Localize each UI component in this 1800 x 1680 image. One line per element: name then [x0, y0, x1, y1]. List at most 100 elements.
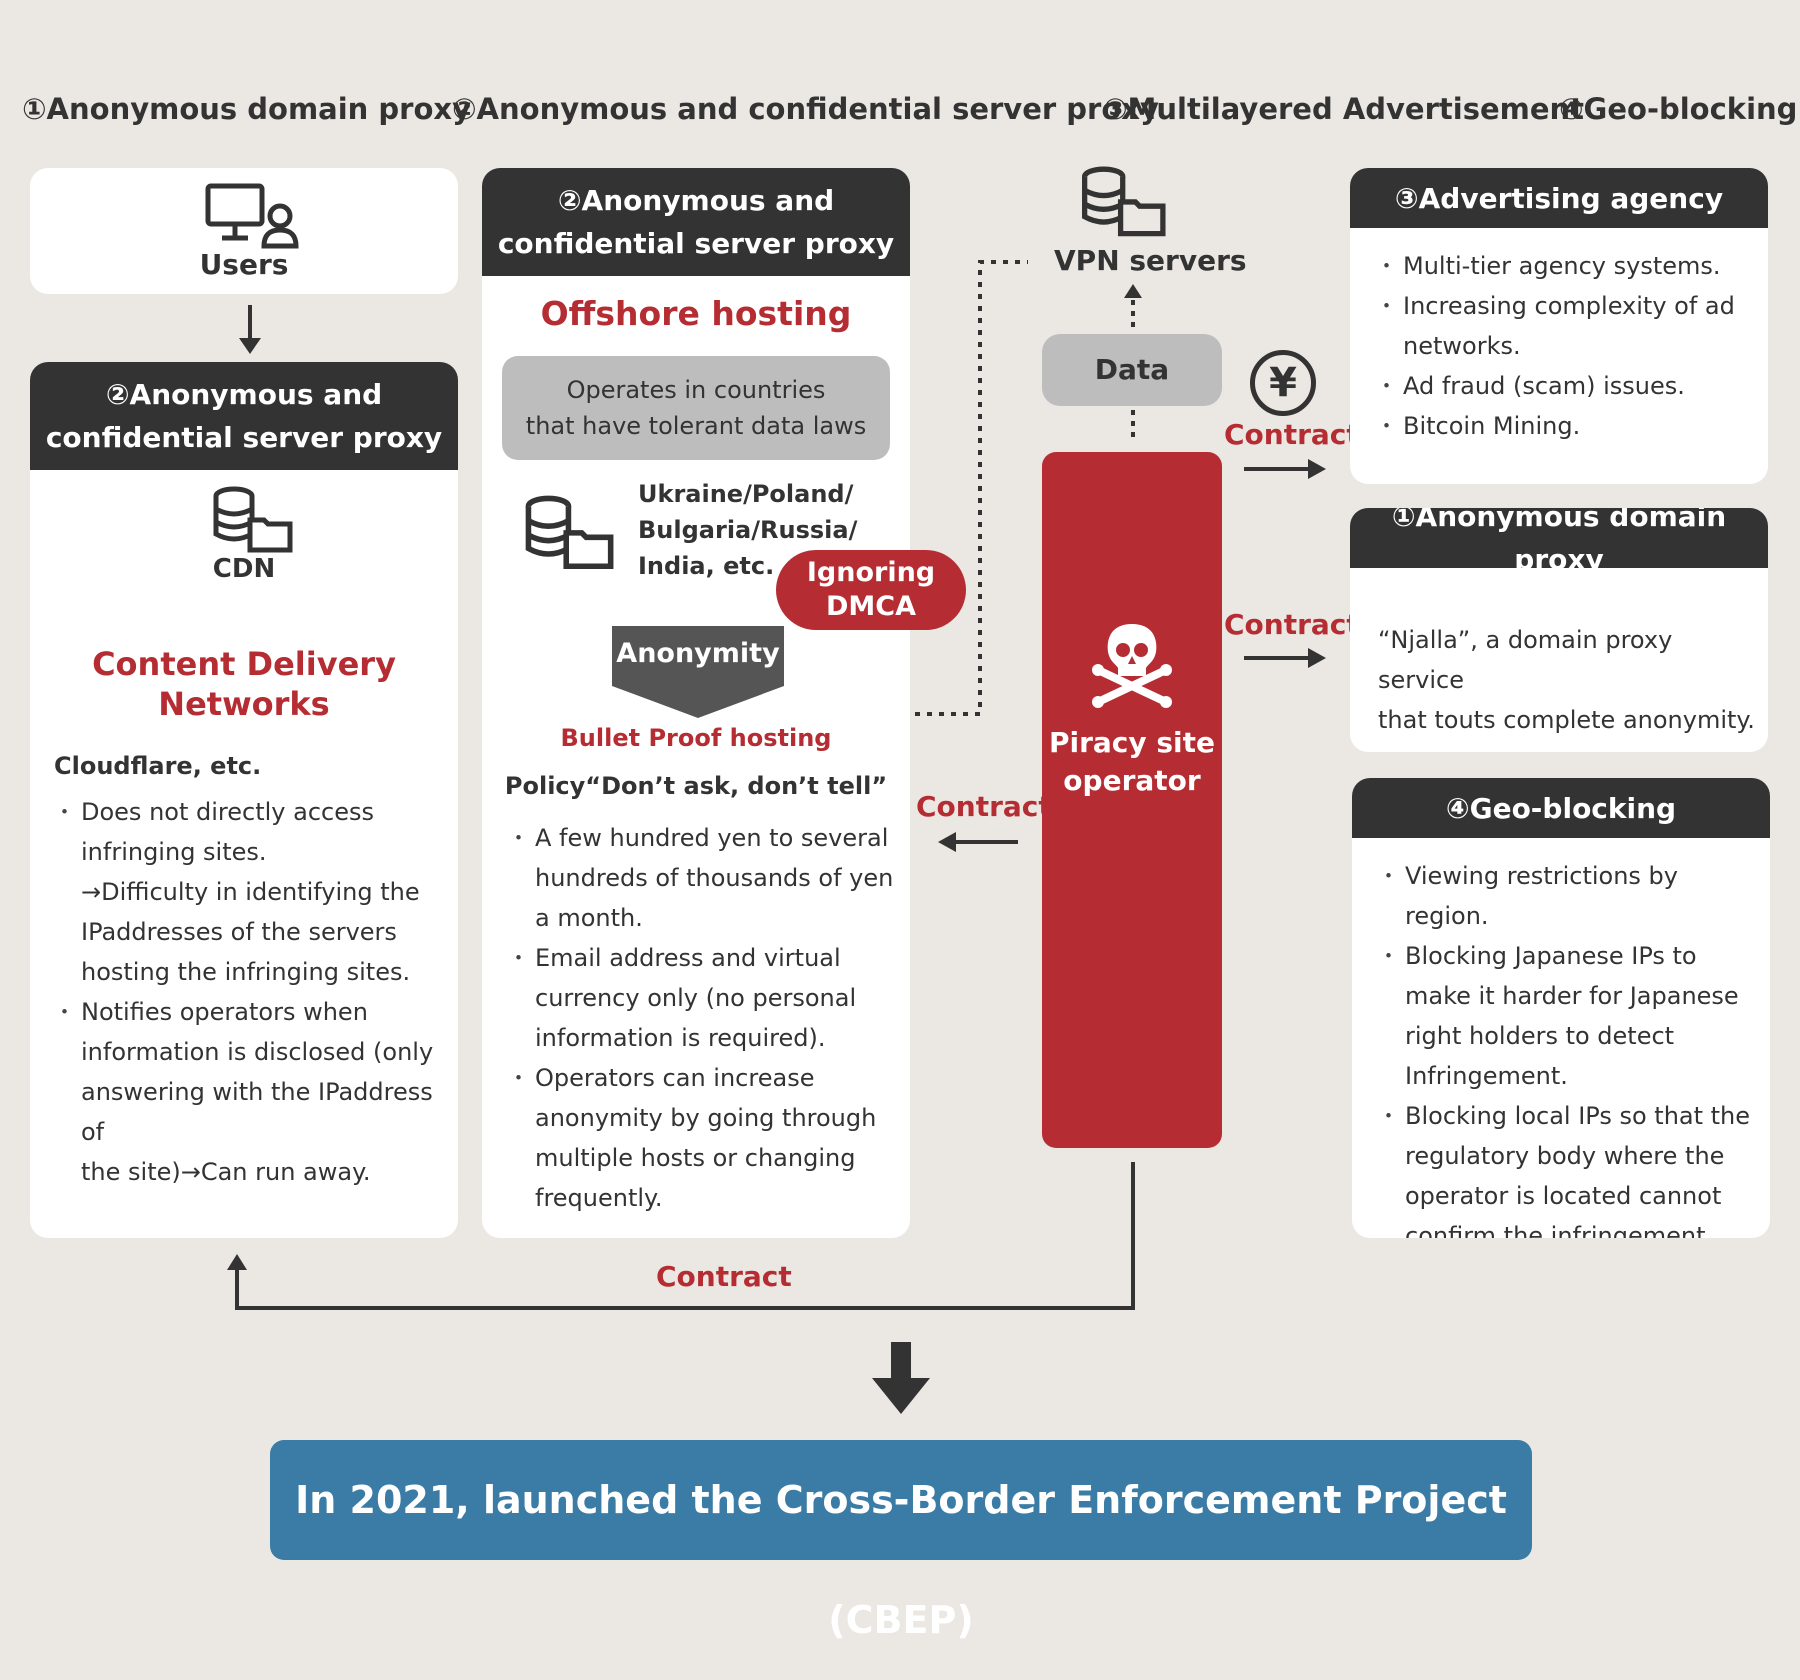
offshore-bullet-2-line: Email address and virtual	[535, 944, 841, 972]
cdn-bullet-1-line: Does not directly access	[81, 798, 374, 826]
geo-bullet-2: Blocking Japanese IPs to make it harder …	[1378, 936, 1767, 1096]
tag-server-proxy: ②Anonymous and confidential server proxy	[452, 92, 1159, 126]
bullet-proof-label: Bullet Proof hosting	[560, 724, 832, 752]
ignoring-dmca-line1: Ignoring	[806, 557, 936, 588]
geo-bullet-2-line: make it harder for Japanese	[1405, 982, 1739, 1010]
operator-label: Piracy site operator	[1042, 724, 1222, 800]
geo-bullet-3-line: regulatory body where the	[1405, 1142, 1725, 1170]
ad-bullet-1: Multi-tier agency systems.	[1376, 246, 1760, 286]
offshore-bullet-1: A few hundred yen to several hundreds of…	[508, 818, 902, 938]
ad-bullet-2: Increasing complexity of ad networks.	[1376, 286, 1760, 366]
cdn-bullets: Does not directly access infringing site…	[54, 792, 448, 1192]
cdn-label: CDN	[212, 554, 276, 584]
cdn-title-line2: Networks	[158, 685, 330, 723]
offshore-bullet-1-line: a month.	[535, 904, 643, 932]
cdn-box-header: ②Anonymous and confidential server proxy	[30, 362, 458, 470]
tag-domain-proxy: ①Anonymous domain proxy	[22, 92, 472, 126]
ad-bullet-4: Bitcoin Mining.	[1376, 406, 1760, 446]
offshore-bullet-3-line: frequently.	[535, 1184, 663, 1212]
skull-crossbones-icon	[1092, 624, 1172, 708]
tolerant-laws-badge: Operates in countries that have tolerant…	[502, 356, 890, 460]
geo-blocking-header: ④Geo-blocking	[1352, 778, 1770, 838]
cdn-bullet-1-line: IPaddresses of the servers	[81, 918, 397, 946]
ad-agency-header: ③Advertising agency	[1350, 168, 1768, 228]
vpn-label: VPN servers	[1054, 244, 1247, 277]
cdn-title: Content Delivery Networks	[30, 644, 458, 724]
tag-geo-blocking: ④Geo-blocking	[1559, 92, 1798, 126]
offshore-box: ②Anonymous and confidential server proxy…	[482, 168, 910, 1238]
cdn-bullet-2-line: the site)→Can run away.	[81, 1158, 371, 1186]
ad-bullet-1-line: Multi-tier agency systems.	[1403, 252, 1721, 280]
cdn-bullet-2-line: information is disclosed (only	[81, 1038, 434, 1066]
cdn-box: ②Anonymous and confidential server proxy…	[30, 362, 458, 1238]
domain-proxy-header: ①Anonymous domain proxy	[1350, 508, 1768, 576]
yen-icon: ¥	[1250, 350, 1316, 416]
cdn-bullet-1-line: →Difficulty in identifying the	[81, 878, 420, 906]
offshore-bullet-1-line: hundreds of thousands of yen	[535, 864, 894, 892]
offshore-header-line2: confidential server proxy	[497, 227, 895, 260]
geo-bullet-1: Viewing restrictions by region.	[1378, 856, 1767, 936]
offshore-box-header: ②Anonymous and confidential server proxy	[482, 168, 910, 276]
offshore-bullet-3-line: anonymity by going through	[535, 1104, 877, 1132]
ad-bullet-3-line: Ad fraud (scam) issues.	[1403, 372, 1685, 400]
contract-label-offshore: Contract	[916, 790, 1052, 823]
offshore-bullet-1-line: A few hundred yen to several	[535, 824, 889, 852]
geo-bullet-2-line: right holders to detect	[1405, 1022, 1675, 1050]
cdn-subtitle: Cloudflare, etc.	[54, 752, 262, 780]
vpn-server-icon	[1082, 166, 1166, 237]
geo-bullet-2-line: Blocking Japanese IPs to	[1405, 942, 1697, 970]
operator-line2: operator	[1063, 764, 1201, 797]
cdn-header-line1: ②Anonymous and	[105, 378, 383, 411]
ad-bullets: Multi-tier agency systems. Increasing co…	[1376, 246, 1760, 446]
ad-bullet-2-line: networks.	[1403, 332, 1521, 360]
contract-label-cdn: Contract	[656, 1260, 792, 1293]
geo-bullet-3-line: Blocking local IPs so that the	[1405, 1102, 1751, 1130]
cdn-bullet-2: Notifies operators when information is d…	[54, 992, 448, 1192]
ad-bullet-3: Ad fraud (scam) issues.	[1376, 366, 1760, 406]
cbep-banner: In 2021, launched the Cross-Border Enfor…	[270, 1440, 1532, 1642]
domain-proxy-text: “Njalla”, a domain proxy service that to…	[1378, 620, 1758, 740]
ignoring-dmca-line2: DMCA	[826, 591, 916, 622]
ad-bullet-2-line: Increasing complexity of ad	[1403, 292, 1735, 320]
user-computer-icon	[205, 183, 299, 249]
tag-advertisement: ③Multilayered Advertisement	[1103, 92, 1585, 126]
domain-proxy-line1: “Njalla”, a domain proxy service	[1378, 626, 1673, 694]
offshore-bullet-2: Email address and virtual currency only …	[508, 938, 902, 1058]
domain-proxy-line2: that touts complete anonymity.	[1378, 706, 1755, 734]
cdn-header-line2: confidential server proxy	[45, 421, 443, 454]
geo-bullet-3-line: confirm the infringement.	[1405, 1222, 1714, 1238]
cdn-bullet-2-line: Notifies operators when	[81, 998, 368, 1026]
anonymity-label: Anonymity	[616, 638, 780, 669]
users-box: Users	[30, 168, 458, 294]
countries-line1: Ukraine/Poland/	[638, 480, 854, 508]
piracy-operator-block: Piracy site operator	[1042, 452, 1222, 1148]
contract-label-domain: Contract	[1224, 608, 1360, 641]
cdn-title-line1: Content Delivery	[92, 645, 396, 683]
offshore-bullet-3-line: multiple hosts or changing	[535, 1144, 856, 1172]
users-label: Users	[199, 248, 289, 281]
cdn-bullet-1-line: hosting the infringing sites.	[81, 958, 411, 986]
countries-line2: Bulgaria/Russia/	[638, 516, 858, 544]
geo-bullet-3: Blocking local IPs so that the regulator…	[1378, 1096, 1767, 1238]
countries-list: Ukraine/Poland/ Bulgaria/Russia/ India, …	[638, 476, 857, 584]
tolerant-laws-line2: that have tolerant data laws	[525, 412, 867, 440]
offshore-bullet-3-line: Operators can increase	[535, 1064, 815, 1092]
ad-bullet-4-line: Bitcoin Mining.	[1403, 412, 1581, 440]
domain-proxy-box: ①Anonymous domain proxy “Njalla”, a doma…	[1350, 508, 1768, 752]
offshore-title: Offshore hosting	[540, 294, 852, 333]
countries-line3: India, etc.	[638, 552, 775, 580]
offshore-bullet-2-line: currency only (no personal	[535, 984, 857, 1012]
policy-label: Policy“Don’t ask, don’t tell”	[504, 772, 888, 800]
cdn-bullet-2-line: answering with the IPaddress of	[81, 1078, 433, 1146]
geo-bullets: Viewing restrictions by region. Blocking…	[1378, 856, 1767, 1238]
operator-line1: Piracy site	[1048, 726, 1216, 759]
contract-label-ad: Contract	[1224, 418, 1360, 451]
cdn-bullet-1-line: infringing sites.	[81, 838, 267, 866]
ad-agency-box: ③Advertising agency Multi-tier agency sy…	[1350, 168, 1768, 484]
server-folder-icon	[525, 495, 614, 569]
data-badge: Data	[1042, 334, 1222, 406]
offshore-bullets: A few hundred yen to several hundreds of…	[508, 818, 902, 1218]
geo-blocking-box: ④Geo-blocking Viewing restrictions by re…	[1352, 778, 1770, 1238]
offshore-header-line1: ②Anonymous and	[557, 184, 835, 217]
